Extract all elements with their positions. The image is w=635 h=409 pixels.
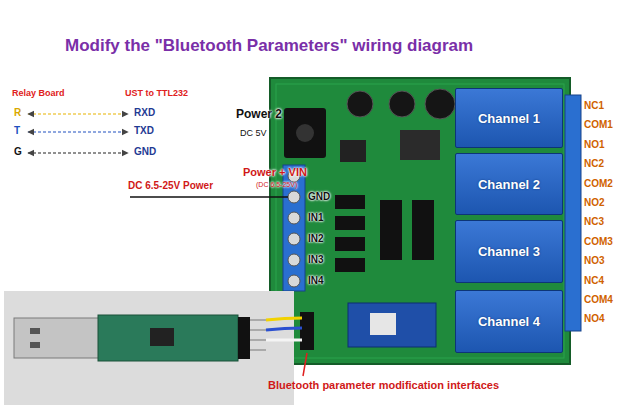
power-label: Power 2 xyxy=(236,108,282,122)
usb-ttl-header xyxy=(238,317,250,359)
relay-terminal: COM3 xyxy=(584,236,613,248)
channel-label: Channel 3 xyxy=(478,244,540,259)
column-heading: UST to TTL232 xyxy=(125,88,188,98)
relay-terminal: NC2 xyxy=(584,158,604,170)
relay-terminal: NO3 xyxy=(584,255,605,267)
blue-wire xyxy=(266,328,302,330)
usb-plug xyxy=(14,318,100,358)
ic-chip xyxy=(380,200,402,260)
optocoupler xyxy=(335,216,365,230)
pin xyxy=(250,339,266,341)
input-pin: GND xyxy=(308,191,330,203)
power-label: DC 5V xyxy=(240,128,267,138)
relay-terminal: COM1 xyxy=(584,119,613,131)
output-terminal xyxy=(565,95,581,331)
column-heading: Relay Board xyxy=(12,88,65,98)
power-label: (DC 6.5-25V) xyxy=(256,181,297,189)
pin-name: TXD xyxy=(134,125,154,137)
optocoupler xyxy=(335,237,365,251)
channel-label: Channel 1 xyxy=(478,111,540,126)
channel-label: Channel 2 xyxy=(478,177,540,192)
usb-ttl-pcb xyxy=(98,315,238,361)
gnd-arrow xyxy=(28,152,128,153)
pin xyxy=(250,319,266,321)
relay-terminal: COM4 xyxy=(584,294,613,306)
bluetooth-chip xyxy=(370,313,396,335)
input-pin: IN1 xyxy=(308,212,324,224)
relay-box: Channel 3 xyxy=(455,220,563,283)
bluetooth-header xyxy=(300,312,314,350)
optocoupler xyxy=(335,258,365,272)
pin-name: GND xyxy=(134,146,156,158)
screw xyxy=(288,191,300,203)
power-label: Power + VIN xyxy=(243,166,307,179)
dc-jack-hole xyxy=(296,124,314,142)
pin-name: G xyxy=(14,146,22,158)
relay-terminal: NC3 xyxy=(584,216,604,228)
usb-plug-hole xyxy=(30,342,40,348)
pin xyxy=(250,329,266,331)
relay-terminal: COM2 xyxy=(584,178,613,190)
input-pin: IN3 xyxy=(308,254,324,266)
channel-label: Channel 4 xyxy=(478,314,540,329)
screw xyxy=(288,212,300,224)
capacitor xyxy=(347,91,373,117)
optocoupler xyxy=(335,195,365,209)
relay-box: Channel 4 xyxy=(455,290,563,353)
pin-name: RXD xyxy=(134,107,155,119)
relay-terminal: NO4 xyxy=(584,313,605,325)
power-wire xyxy=(130,196,288,198)
yellow-wire xyxy=(266,318,302,320)
relay-terminal: NC1 xyxy=(584,100,604,112)
pin xyxy=(250,349,266,351)
dc-jack xyxy=(284,108,326,158)
usb-photo-ground xyxy=(4,291,294,405)
relay-terminal: NO1 xyxy=(584,139,605,151)
callout-label: Bluetooth parameter modification interfa… xyxy=(268,379,499,392)
screw xyxy=(288,254,300,266)
txd-arrow xyxy=(28,131,128,132)
screw xyxy=(288,275,300,287)
pcb-edge xyxy=(276,84,564,358)
pin-name: R xyxy=(14,107,21,119)
white-wire xyxy=(266,339,302,342)
relay-box: Channel 2 xyxy=(455,153,563,215)
pcb xyxy=(270,78,570,364)
bluetooth-module xyxy=(348,303,436,347)
capacitor xyxy=(389,91,415,117)
regulator xyxy=(340,140,366,162)
usb-plug-hole xyxy=(30,328,40,334)
relay-box: Channel 1 xyxy=(455,88,563,148)
ic-chip xyxy=(412,200,434,260)
input-pin: IN4 xyxy=(308,275,324,287)
leader-line xyxy=(303,353,307,376)
title: Modify the "Bluetooth Parameters" wiring… xyxy=(65,36,473,56)
relay-terminal: NC4 xyxy=(584,275,604,287)
rxd-arrow xyxy=(28,113,128,114)
relay-terminal: NO2 xyxy=(584,197,605,209)
capacitor xyxy=(425,89,455,119)
inductor xyxy=(400,130,440,160)
usb-ttl-chip xyxy=(150,328,174,346)
screw xyxy=(288,233,300,245)
input-pin: IN2 xyxy=(308,233,324,245)
power-label: DC 6.5-25V Power xyxy=(128,180,213,192)
pin-name: T xyxy=(14,125,20,137)
